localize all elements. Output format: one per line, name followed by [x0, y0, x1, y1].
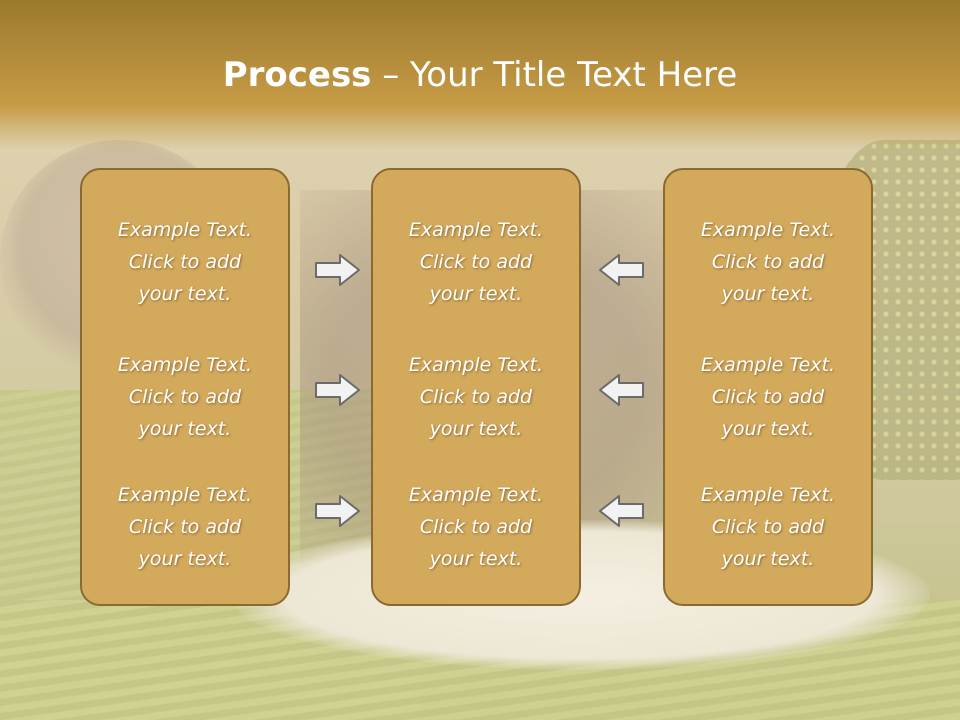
- title-bold: Process: [222, 55, 372, 95]
- box-text[interactable]: Example Text. Click to add your text.: [700, 219, 836, 305]
- arrow-left-icon: [599, 254, 644, 286]
- box-text[interactable]: Example Text. Click to add your text.: [117, 354, 253, 440]
- process-box-right[interactable]: Example Text. Click to add your text. Ex…: [663, 168, 873, 606]
- arrow-left-icon: [599, 495, 644, 527]
- box-text[interactable]: Example Text. Click to add your text.: [700, 484, 836, 570]
- arrow-right-icon: [315, 254, 360, 286]
- process-box-left[interactable]: Example Text. Click to add your text. Ex…: [80, 168, 290, 606]
- title-rest: – Your Title Text Here: [371, 55, 738, 95]
- title-band: [0, 0, 960, 150]
- arrow-left-icon: [599, 374, 644, 406]
- box-text[interactable]: Example Text. Click to add your text.: [408, 354, 544, 440]
- box-text[interactable]: Example Text. Click to add your text.: [408, 219, 544, 305]
- arrow-right-icon: [315, 374, 360, 406]
- box-text[interactable]: Example Text. Click to add your text.: [117, 484, 253, 570]
- slide-title[interactable]: Process – Your Title Text Here: [0, 52, 960, 98]
- box-text[interactable]: Example Text. Click to add your text.: [117, 219, 253, 305]
- box-text[interactable]: Example Text. Click to add your text.: [700, 354, 836, 440]
- process-box-center[interactable]: Example Text. Click to add your text. Ex…: [371, 168, 581, 606]
- arrow-right-icon: [315, 495, 360, 527]
- box-text[interactable]: Example Text. Click to add your text.: [408, 484, 544, 570]
